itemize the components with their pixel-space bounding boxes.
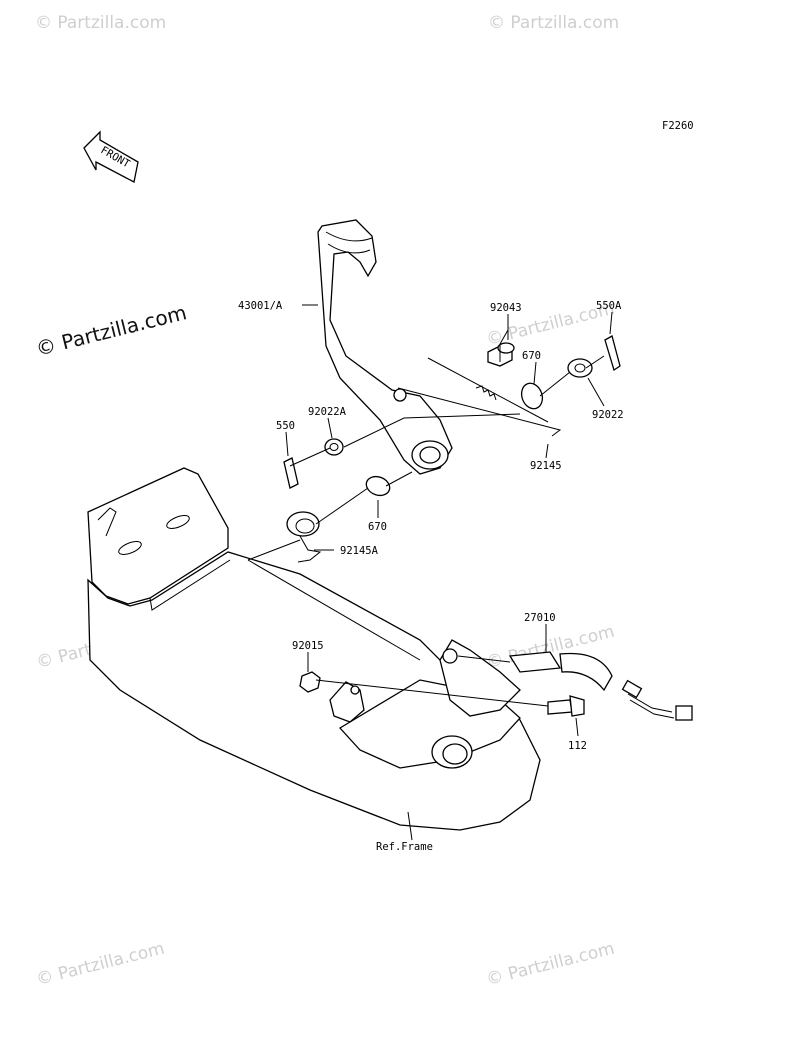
watermark-bottom-left: © Partzilla.com — [34, 939, 166, 990]
label-92043[interactable]: 92043 — [490, 302, 522, 314]
watermark-main: © Partzilla.com — [33, 300, 189, 361]
frame — [87, 467, 541, 831]
label-550a[interactable]: 550A — [596, 300, 622, 312]
label-92022a[interactable]: 92022A — [308, 406, 347, 418]
watermark-top-right: © Partzilla.com — [488, 13, 619, 33]
label-27010[interactable]: 27010 — [524, 612, 556, 624]
label-670-bottom[interactable]: 670 — [368, 521, 387, 533]
label-550[interactable]: 550 — [276, 420, 295, 432]
label-112[interactable]: 112 — [568, 740, 587, 752]
diagram-code: F2260 — [662, 120, 694, 132]
part-labels: 43001/A 92043 550A 670 92022 92022A 550 … — [238, 300, 624, 853]
assembly-lines — [247, 329, 605, 707]
label-92022[interactable]: 92022 — [592, 409, 624, 421]
label-670-top[interactable]: 670 — [522, 350, 541, 362]
label-92145[interactable]: 92145 — [530, 460, 562, 472]
label-92015[interactable]: 92015 — [292, 640, 324, 652]
label-92145a[interactable]: 92145A — [340, 545, 379, 557]
label-43001a[interactable]: 43001/A — [238, 300, 283, 312]
label-ref-frame: Ref.Frame — [376, 841, 433, 853]
small-parts — [283, 335, 693, 721]
watermark-top-left: © Partzilla.com — [35, 13, 166, 33]
brake-pedal — [317, 219, 453, 475]
front-arrow-icon: FRONT — [83, 130, 139, 183]
watermark-bottom-right: © Partzilla.com — [484, 939, 616, 990]
label-leaders — [285, 304, 613, 841]
